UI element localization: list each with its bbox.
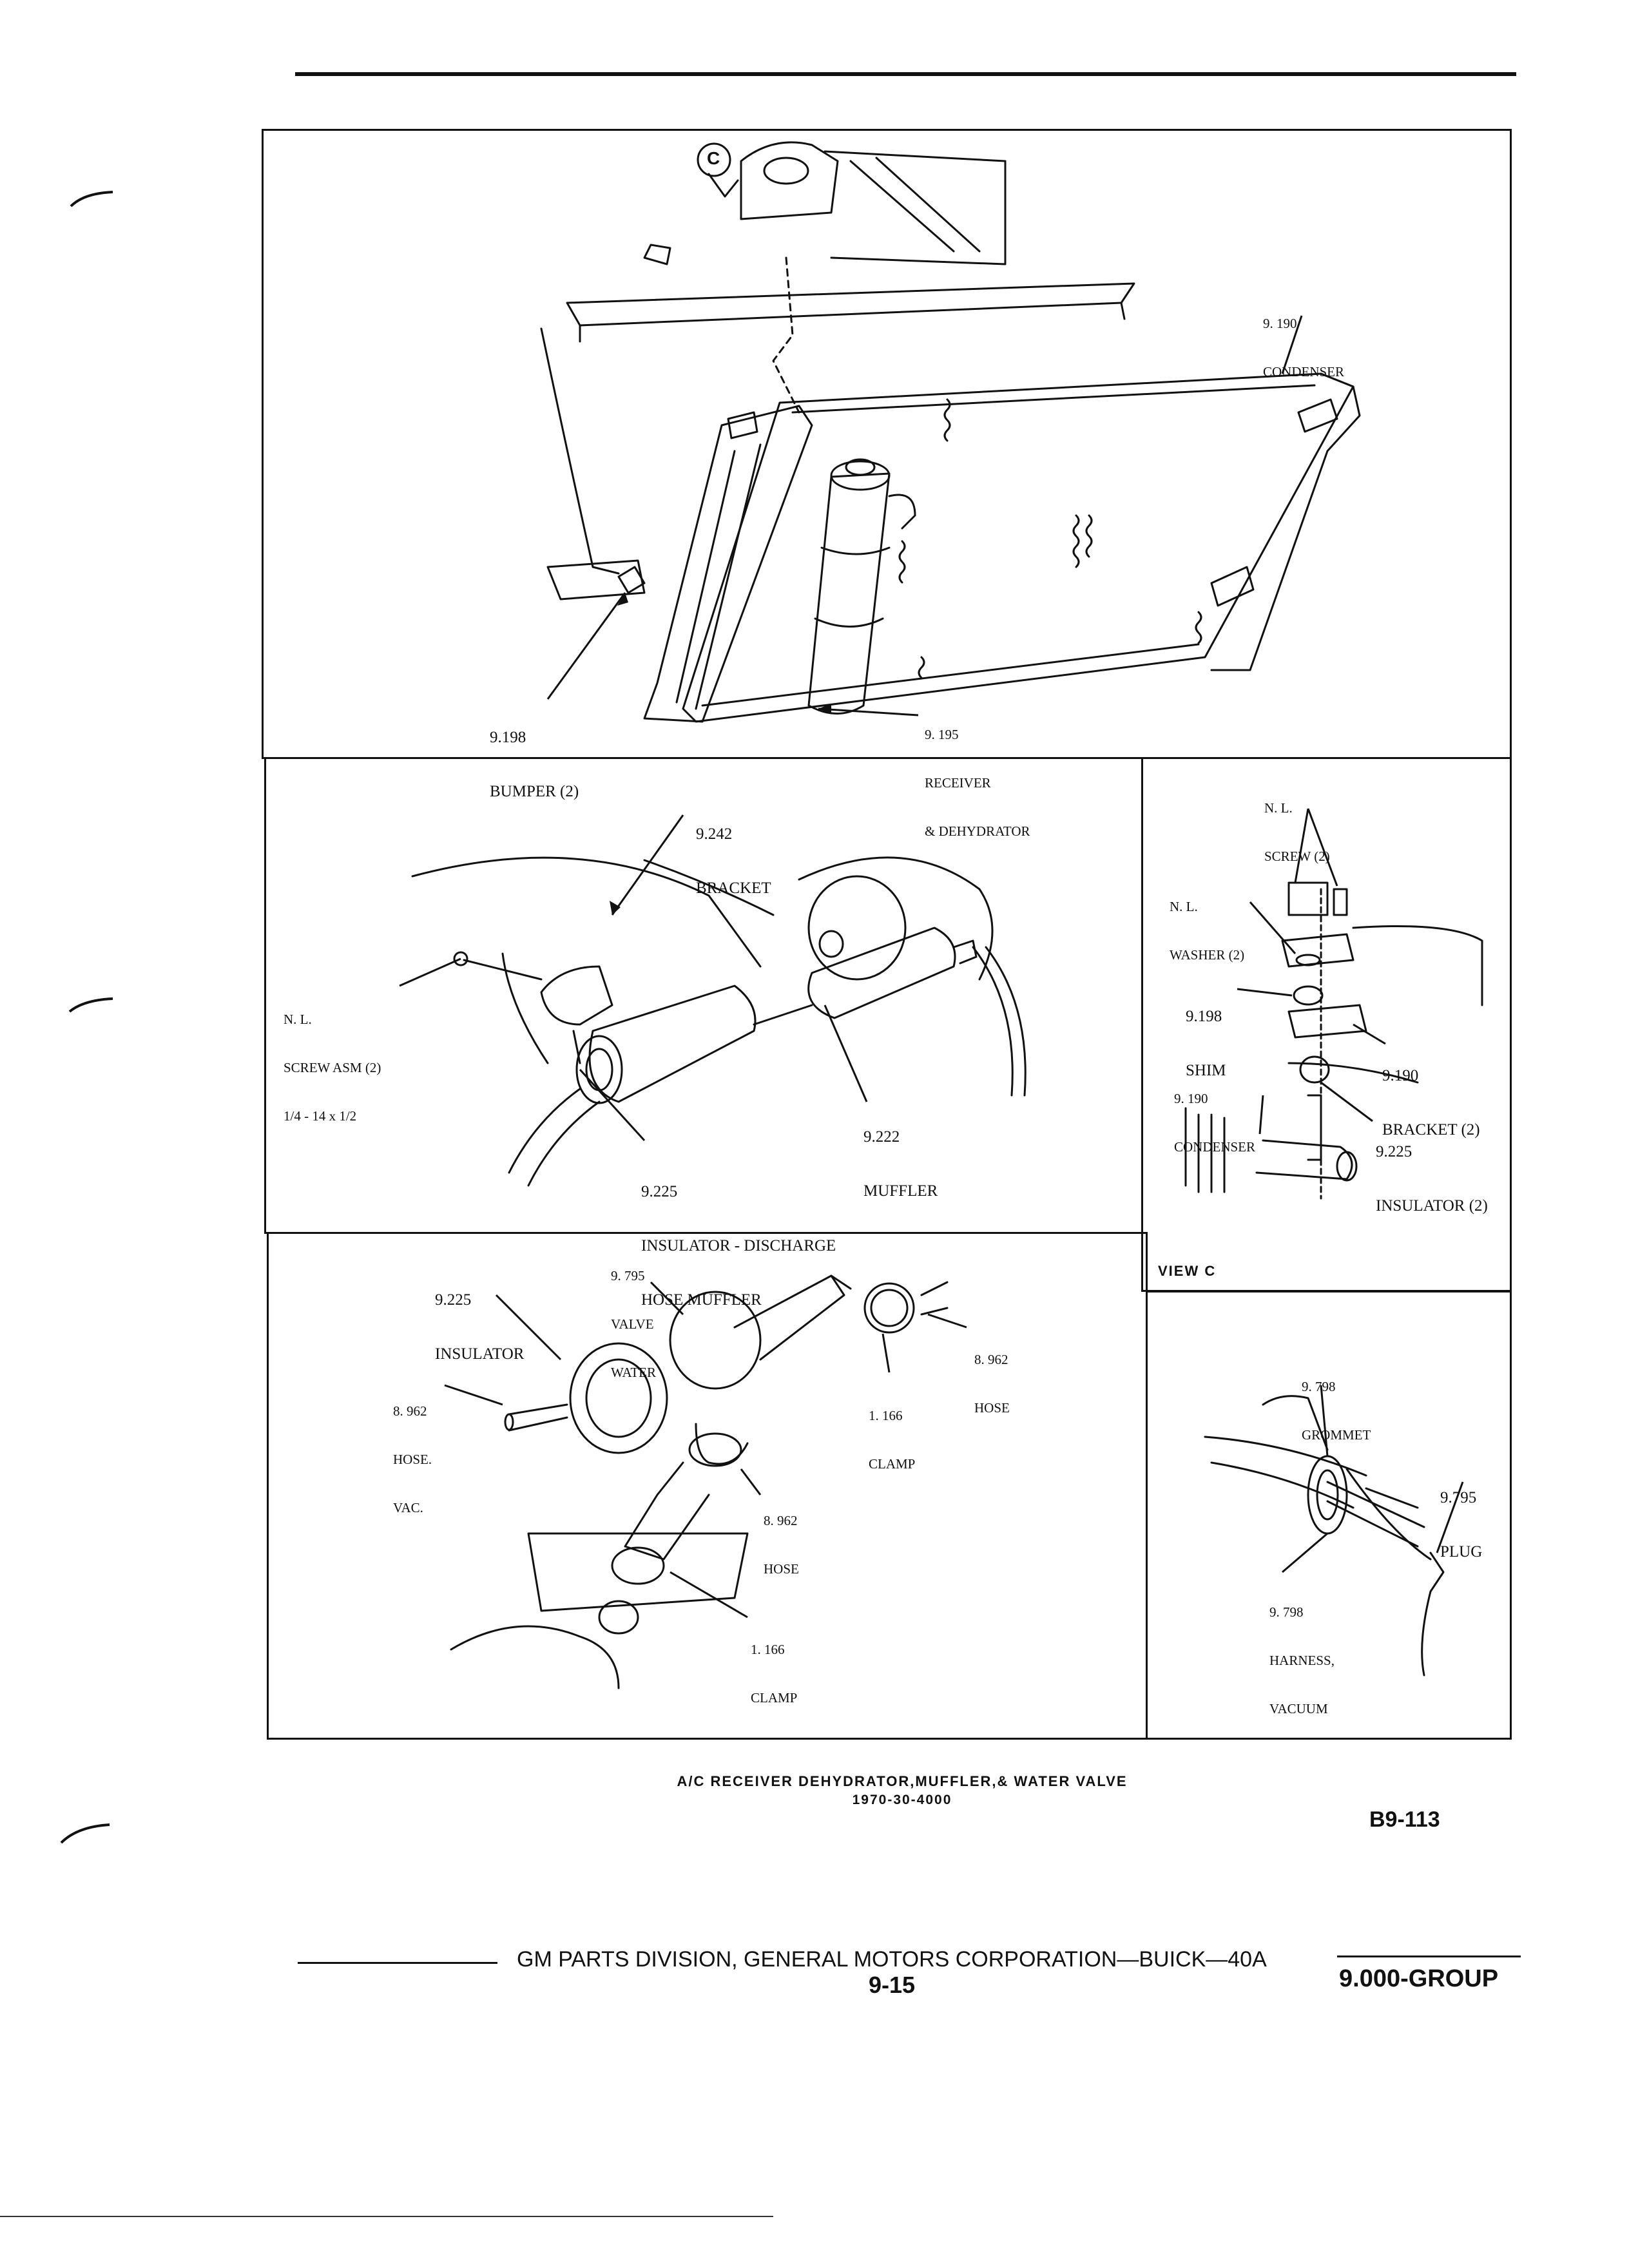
footer-rule-right: [1337, 1956, 1521, 1957]
label-screw-asm: N. L. SCREW ASM (2) 1/4 - 14 x 1/2: [284, 979, 381, 1140]
label-insulator-discharge-name-2: HOSE MUFFLER: [641, 1291, 762, 1309]
label-bracket-2-name: BRACKET (2): [1382, 1121, 1480, 1139]
label-plug: 9.795 PLUG: [1440, 1453, 1482, 1579]
footer-page-number: 9-15: [869, 1972, 916, 1998]
label-harness-name: HARNESS,: [1269, 1653, 1335, 1668]
label-valve-name: VALVE: [611, 1316, 654, 1332]
label-receiver-name-2: & DEHYDRATOR: [925, 823, 1030, 839]
view-c-marker: C: [707, 148, 720, 168]
label-bracket-2: 9.190 BRACKET (2): [1382, 1031, 1480, 1157]
label-receiver: 9. 195 RECEIVER & DEHYDRATOR: [925, 695, 1030, 856]
label-hose-right-part-no: 8. 962: [974, 1352, 1008, 1367]
label-insulator-name: INSULATOR: [435, 1345, 525, 1363]
label-hose-vac-name: HOSE.: [393, 1452, 432, 1467]
label-hose-vac: 8. 962 HOSE. VAC.: [393, 1371, 432, 1532]
label-washer: N. L. WASHER (2): [1170, 867, 1244, 979]
label-hose-mid: 8. 962 HOSE: [764, 1481, 799, 1593]
caption-title: A/C RECEIVER DEHYDRATOR,MUFFLER,& WATER …: [677, 1773, 1128, 1789]
label-valve-name-2: WATER: [611, 1365, 656, 1380]
label-receiver-part-no: 9. 195: [925, 727, 959, 742]
top-rule: [295, 72, 1516, 76]
label-bumper-name: BUMPER (2): [490, 783, 579, 800]
label-muffler-name: MUFFLER: [863, 1182, 938, 1200]
label-bracket-name: BRACKET: [696, 879, 771, 897]
label-receiver-name: RECEIVER: [925, 775, 991, 791]
label-bracket: 9.242 BRACKET: [696, 789, 771, 916]
label-clamp-top-part-no: 1. 166: [869, 1408, 903, 1423]
label-plug-part-no: 9.795: [1440, 1489, 1477, 1506]
label-screw-name: SCREW (2): [1264, 849, 1330, 864]
label-insulator: 9.225 INSULATOR: [435, 1255, 524, 1381]
panel-grommet: [1146, 1291, 1512, 1740]
label-bracket-part-no: 9.242: [696, 825, 733, 843]
label-screw: N. L. SCREW (2): [1264, 768, 1330, 881]
valve-drawing: [450, 1274, 949, 1689]
label-hose-mid-name: HOSE: [764, 1561, 799, 1577]
label-harness-part-no: 9. 798: [1269, 1604, 1304, 1620]
label-bumper: 9.198 BUMPER (2): [490, 693, 579, 819]
label-insulator-2-name: INSULATOR (2): [1376, 1197, 1488, 1215]
label-condenser-name: CONDENSER: [1263, 364, 1345, 380]
label-hose-right: 8. 962 HOSE: [974, 1320, 1010, 1432]
label-screw-asm-size: 1/4 - 14 x 1/2: [284, 1108, 357, 1124]
label-washer-name: WASHER (2): [1170, 947, 1245, 963]
label-muffler: 9.222 MUFFLER: [863, 1092, 938, 1218]
label-condenser-part-no: 9. 190: [1263, 316, 1297, 331]
label-insulator-2: 9.225 INSULATOR (2): [1376, 1107, 1488, 1233]
label-valve-water: 9. 795 VALVE WATER: [611, 1236, 656, 1397]
label-insulator-discharge-name: INSULATOR - DISCHARGE: [641, 1237, 836, 1254]
label-muffler-part-no: 9.222: [863, 1128, 900, 1146]
label-harness: 9. 798 HARNESS, VACUUM: [1269, 1572, 1335, 1733]
condenser-drawing: [540, 141, 1361, 723]
label-insulator-discharge: 9.225 INSULATOR - DISCHARGE HOSE MUFFLER: [641, 1147, 836, 1327]
label-condenser: 9. 190 CONDENSER: [1263, 284, 1344, 396]
label-bracket-2-part-no: 9.190: [1382, 1067, 1419, 1084]
footer-rule-left: [298, 1962, 497, 1964]
label-insulator-part-no: 9.225: [435, 1291, 472, 1309]
label-bumper-part-no: 9.198: [490, 729, 526, 746]
label-plug-name: PLUG: [1440, 1543, 1483, 1561]
label-condenser-2: 9. 190 CONDENSER: [1174, 1059, 1255, 1171]
label-insulator-2-part-no: 9.225: [1376, 1143, 1412, 1160]
label-grommet-part-no: 9. 798: [1302, 1379, 1336, 1394]
footer-publisher: GM PARTS DIVISION, GENERAL MOTORS CORPOR…: [517, 1947, 1267, 1972]
label-insulator-discharge-part-no: 9.225: [641, 1183, 678, 1200]
reference-number: B9-113: [1369, 1807, 1440, 1832]
label-harness-name-2: VACUUM: [1269, 1701, 1328, 1716]
label-hose-vac-part-no: 8. 962: [393, 1403, 427, 1419]
view-c-title: VIEW C: [1158, 1263, 1217, 1279]
label-clamp-top: 1. 166 CLAMP: [869, 1376, 915, 1488]
label-grommet-name: GROMMET: [1302, 1427, 1371, 1443]
label-clamp-bottom: 1. 166 CLAMP: [751, 1610, 797, 1722]
label-valve-part-no: 9. 795: [611, 1268, 645, 1283]
label-screw-asm-name: SCREW ASM (2): [284, 1060, 381, 1075]
label-condenser-2-name: CONDENSER: [1174, 1139, 1256, 1155]
label-clamp-top-name: CLAMP: [869, 1456, 916, 1472]
label-shim-part-no: 9.198: [1186, 1008, 1222, 1025]
label-hose-mid-part-no: 8. 962: [764, 1513, 798, 1528]
view-c-drawing: [1184, 881, 1483, 1200]
label-washer-nl: N. L.: [1170, 899, 1198, 914]
label-hose-vac-name-2: VAC.: [393, 1500, 423, 1515]
footer-group: 9.000-GROUP: [1339, 1965, 1499, 1992]
label-shim: 9.198 SHIM: [1186, 972, 1226, 1098]
grommet-drawing: [1204, 1395, 1445, 1677]
label-grommet: 9. 798 GROMMET: [1302, 1347, 1371, 1459]
label-hose-right-name: HOSE: [974, 1400, 1010, 1416]
label-screw-nl: N. L.: [1264, 800, 1293, 816]
label-clamp-bottom-name: CLAMP: [751, 1690, 798, 1706]
label-screw-asm-nl: N. L.: [284, 1012, 312, 1027]
caption-code: 1970-30-4000: [852, 1792, 952, 1807]
label-condenser-2-part-no: 9. 190: [1174, 1091, 1208, 1106]
label-shim-name: SHIM: [1186, 1062, 1226, 1079]
muffler-drawing: [411, 856, 1027, 1187]
label-clamp-bottom-part-no: 1. 166: [751, 1642, 785, 1657]
